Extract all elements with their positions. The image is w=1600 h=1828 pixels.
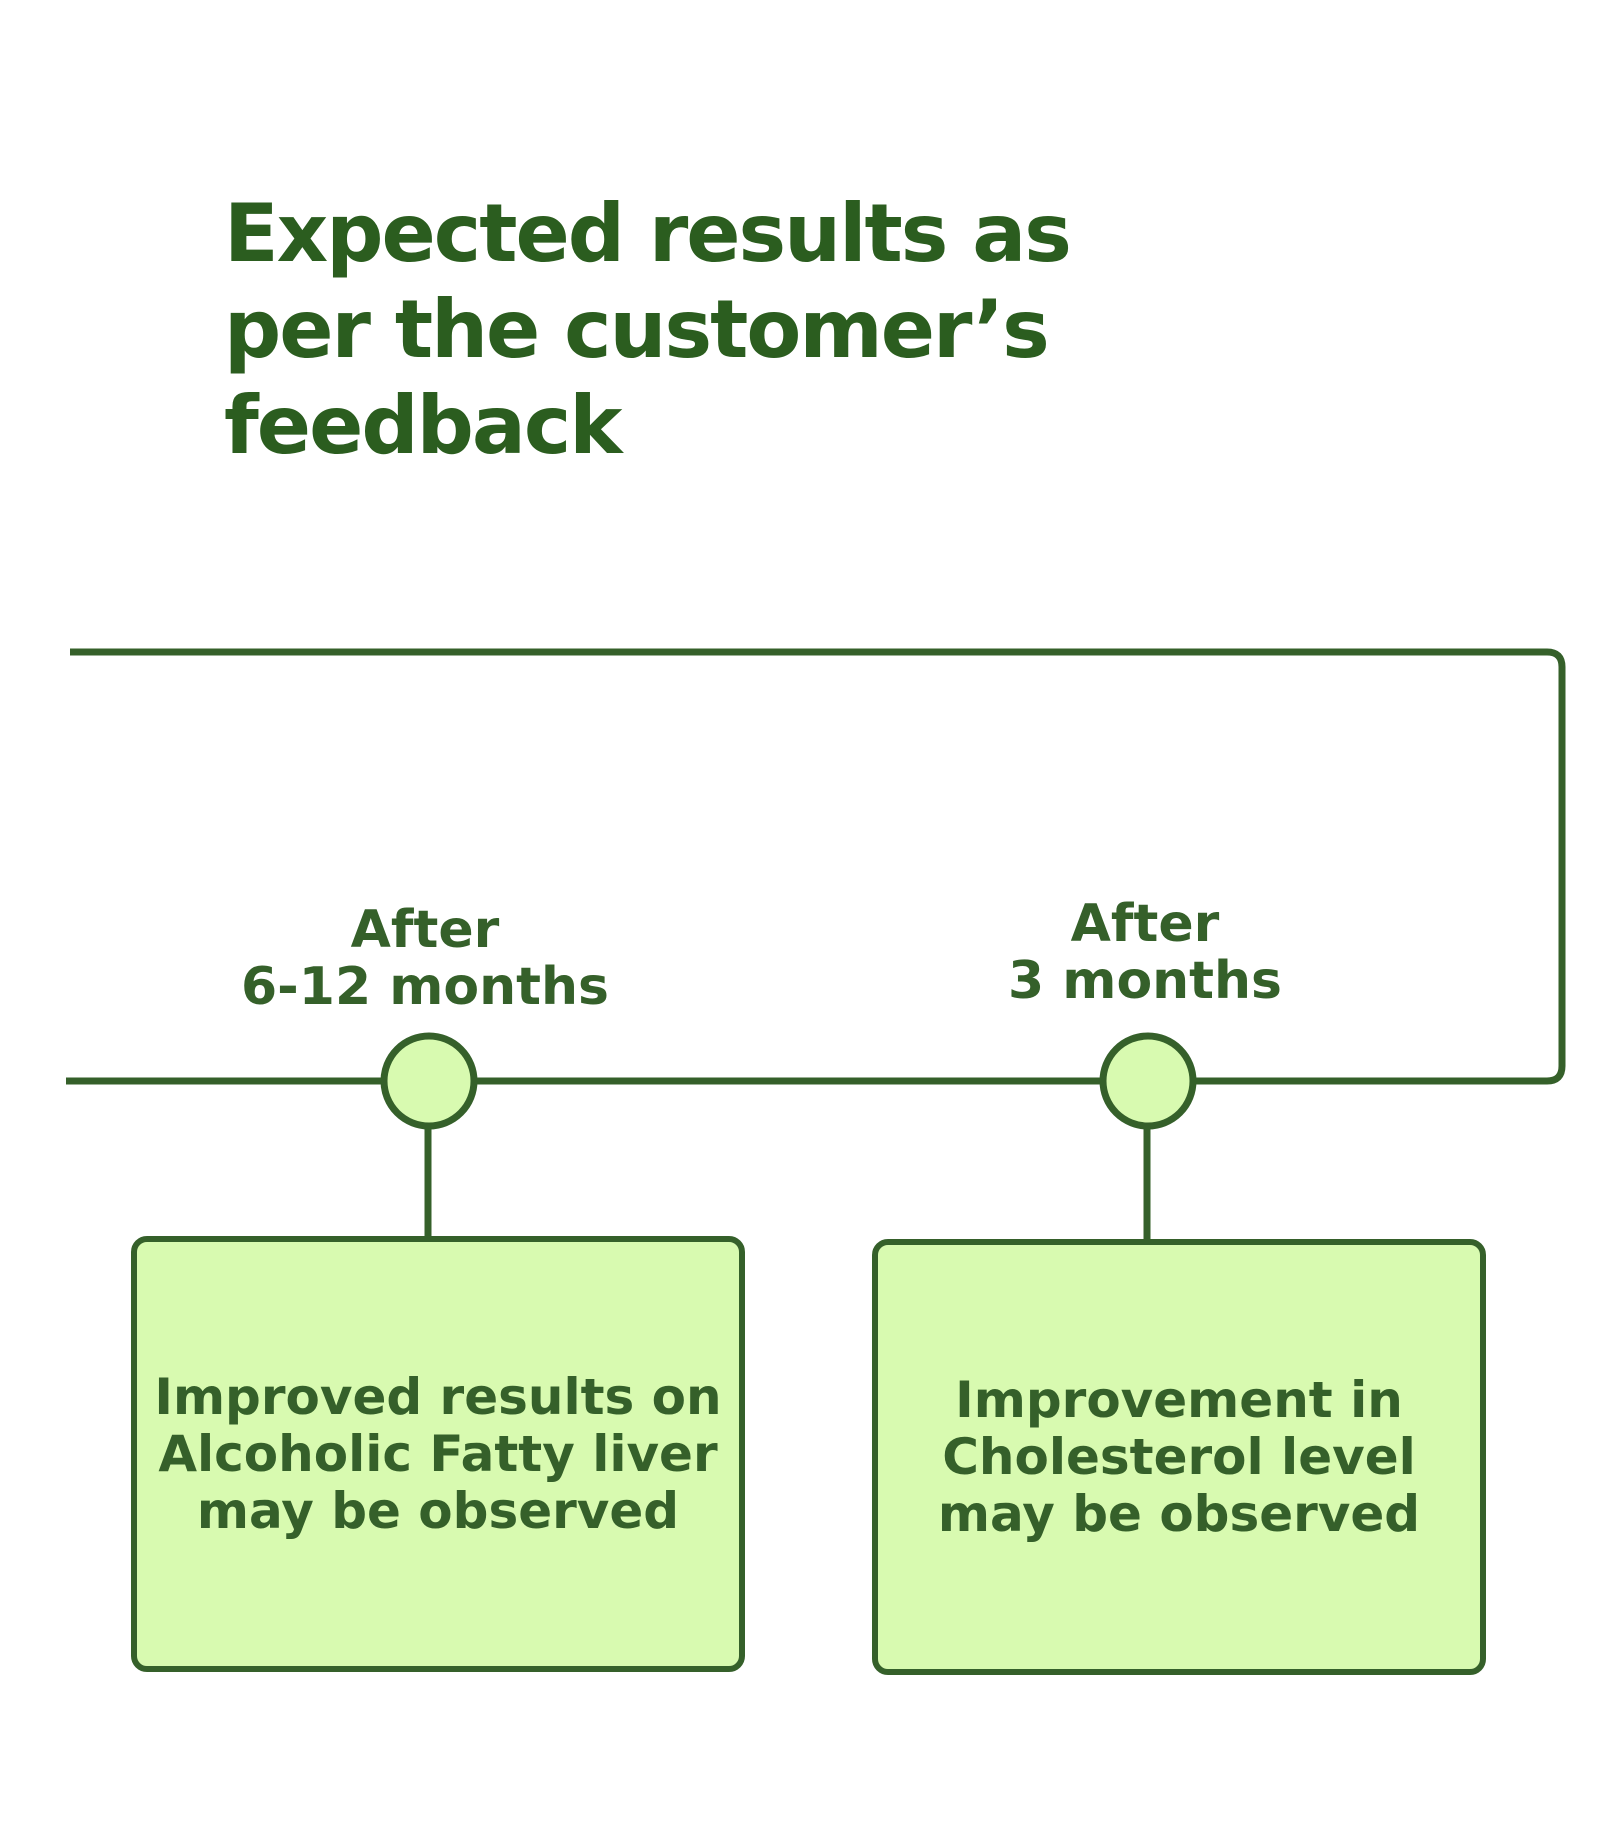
result-card-2: Improvement in Cholesterol level may be … bbox=[872, 1239, 1486, 1675]
result-text: Improvement in Cholesterol level may be … bbox=[937, 1370, 1421, 1543]
result-text: Improved results on Alcoholic Fatty live… bbox=[154, 1367, 722, 1540]
page-title: Expected results as per the customer’s f… bbox=[224, 186, 1124, 474]
result-text-line: Improved results on bbox=[154, 1367, 722, 1426]
milestone-label-line: After bbox=[350, 900, 500, 960]
milestone-label-1: After 6-12 months bbox=[215, 902, 635, 1016]
title-line: feedback bbox=[224, 379, 622, 472]
milestone-label-line: After bbox=[1070, 894, 1220, 954]
milestone-label-line: 6-12 months bbox=[241, 957, 609, 1017]
milestone-label-line: 3 months bbox=[1007, 951, 1283, 1011]
timeline-node-1 bbox=[380, 1032, 478, 1130]
result-text-line: Alcoholic Fatty liver bbox=[158, 1424, 718, 1483]
milestone-label-2: After 3 months bbox=[935, 896, 1355, 1010]
timeline-track bbox=[66, 648, 1566, 1085]
title-line: per the customer’s bbox=[224, 283, 1050, 376]
result-card-1: Improved results on Alcoholic Fatty live… bbox=[131, 1236, 745, 1672]
timeline-node-2 bbox=[1099, 1032, 1197, 1130]
title-line: Expected results as bbox=[224, 187, 1072, 280]
result-text-line: may be observed bbox=[937, 1484, 1421, 1543]
result-text-line: may be observed bbox=[196, 1481, 680, 1540]
result-text-line: Cholesterol level bbox=[942, 1427, 1416, 1486]
result-text-line: Improvement in bbox=[955, 1370, 1403, 1429]
